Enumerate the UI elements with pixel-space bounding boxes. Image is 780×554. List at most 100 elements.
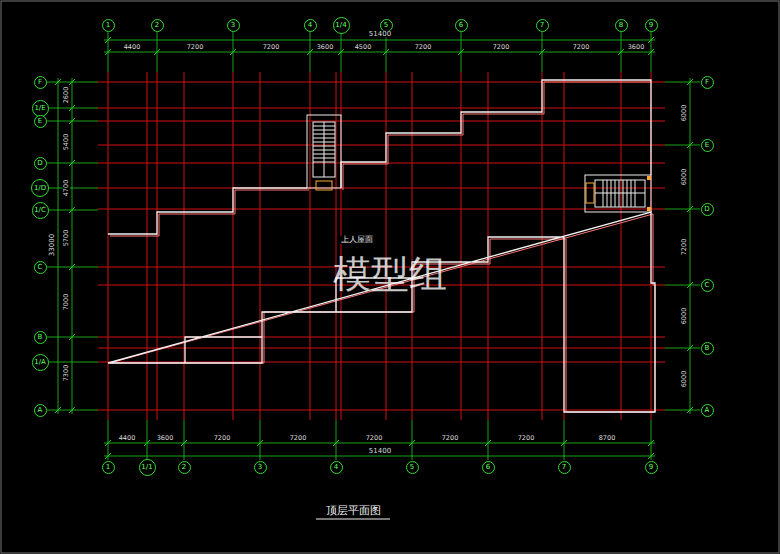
axis-label: 1/C xyxy=(34,207,46,214)
axis-label: 2 xyxy=(155,22,159,29)
axis-label: 5 xyxy=(384,22,388,29)
axis-label: 1/4 xyxy=(335,22,346,29)
axis-label: D xyxy=(37,160,42,167)
dimension: 7200 xyxy=(681,238,688,257)
axis-label: A xyxy=(705,407,710,414)
axis-bubble: C xyxy=(701,279,714,292)
stair-right xyxy=(585,175,651,212)
axis-bubble: 5 xyxy=(406,461,419,474)
axis-label: F xyxy=(705,79,709,86)
axis-label: 4 xyxy=(334,464,338,471)
axis-label: 1/A xyxy=(34,359,46,366)
axis-label: B xyxy=(38,334,43,341)
dimension: 7200 xyxy=(262,44,281,51)
dimension: 6000 xyxy=(681,370,688,389)
dimension: 7200 xyxy=(492,44,511,51)
dimension: 4500 xyxy=(354,44,373,51)
axis-bubble: 7 xyxy=(536,19,549,32)
axis-bubble: 1/A xyxy=(32,354,49,371)
dimension: 6000 xyxy=(681,168,688,187)
axis-bubble: 2 xyxy=(178,461,191,474)
axis-bubble: B xyxy=(34,331,47,344)
axis-bubble: A xyxy=(701,404,714,417)
axis-label: E xyxy=(705,142,709,149)
axis-label: 6 xyxy=(459,22,463,29)
watermark: 模型组 xyxy=(332,255,448,293)
axis-bubble: A xyxy=(34,404,47,417)
stair-left xyxy=(307,115,341,190)
axis-label: A xyxy=(38,407,43,414)
axis-label: D xyxy=(704,206,709,213)
dimension: 7200 xyxy=(414,44,433,51)
axis-bubble: 8 xyxy=(615,19,628,32)
axis-label: 8 xyxy=(619,22,623,29)
dimension: 5400 xyxy=(63,133,70,152)
dimension: 7200 xyxy=(572,44,591,51)
axis-bubble: C xyxy=(34,261,47,274)
dimension: 3600 xyxy=(627,44,646,51)
axis-label: 7 xyxy=(540,22,544,29)
axis-bubble: E xyxy=(34,115,47,128)
axis-bubble: 4 xyxy=(304,19,317,32)
dimension: 3600 xyxy=(156,435,175,442)
axis-label: 3 xyxy=(258,464,262,471)
axis-label: E xyxy=(38,118,42,125)
axis-label: F xyxy=(38,79,42,86)
axis-bubble: 1 xyxy=(102,19,115,32)
dimension: 2600 xyxy=(63,86,70,105)
axis-label: 9 xyxy=(649,22,653,29)
axis-bubble: 3 xyxy=(254,461,267,474)
axis-bubble: 1/E xyxy=(32,100,49,117)
dimension-lines xyxy=(47,32,700,460)
dimension: 33000 xyxy=(49,233,56,257)
axis-bubble: F xyxy=(34,76,47,89)
axis-label: 2 xyxy=(182,464,186,471)
dimension: 5700 xyxy=(63,229,70,248)
axis-bubble: 4 xyxy=(330,461,343,474)
axis-bubble: 3 xyxy=(227,19,240,32)
axis-bubble: 1/4 xyxy=(333,17,350,34)
axis-label: 7 xyxy=(562,464,566,471)
dimension: 7200 xyxy=(441,435,460,442)
axis-label: 3 xyxy=(231,22,235,29)
axis-bubble: 6 xyxy=(455,19,468,32)
dimension: 7200 xyxy=(213,435,232,442)
axis-bubble: B xyxy=(701,342,714,355)
dimension: 7200 xyxy=(289,435,308,442)
axis-label: 1/1 xyxy=(141,464,152,471)
axis-bubble: 9 xyxy=(645,461,658,474)
dimension: 51400 xyxy=(368,448,392,455)
dimension: 3600 xyxy=(316,44,335,51)
roof-outline xyxy=(108,80,655,412)
axis-label: B xyxy=(705,345,710,352)
axis-bubble: 1/C xyxy=(32,202,49,219)
dimension: 4700 xyxy=(63,179,70,198)
axis-label: 9 xyxy=(649,464,653,471)
axis-bubble: E xyxy=(701,139,714,152)
axis-label: C xyxy=(38,264,43,271)
dimension: 4400 xyxy=(123,44,142,51)
dimension: 6000 xyxy=(681,104,688,123)
drawing-title: 顶层平面图 xyxy=(326,505,381,516)
dimension-ticks xyxy=(55,37,693,459)
axis-bubble: 2 xyxy=(151,19,164,32)
dimension: 7300 xyxy=(63,364,70,383)
axis-label: 1 xyxy=(106,464,110,471)
axis-bubble: F xyxy=(701,76,714,89)
axis-label: 1 xyxy=(106,22,110,29)
axis-grid xyxy=(98,72,665,420)
dimension: 8700 xyxy=(598,435,617,442)
dimension: 6000 xyxy=(681,307,688,326)
dimension: 7200 xyxy=(517,435,536,442)
axis-bubble: 9 xyxy=(645,19,658,32)
axis-label: 5 xyxy=(410,464,414,471)
dimension: 51400 xyxy=(368,31,392,38)
roof-label: 上人屋面 xyxy=(340,236,374,244)
axis-bubble: 1 xyxy=(102,461,115,474)
axis-label: 6 xyxy=(486,464,490,471)
dimension: 4400 xyxy=(118,435,137,442)
axis-label: 4 xyxy=(308,22,312,29)
axis-label: 1/E xyxy=(34,105,45,112)
